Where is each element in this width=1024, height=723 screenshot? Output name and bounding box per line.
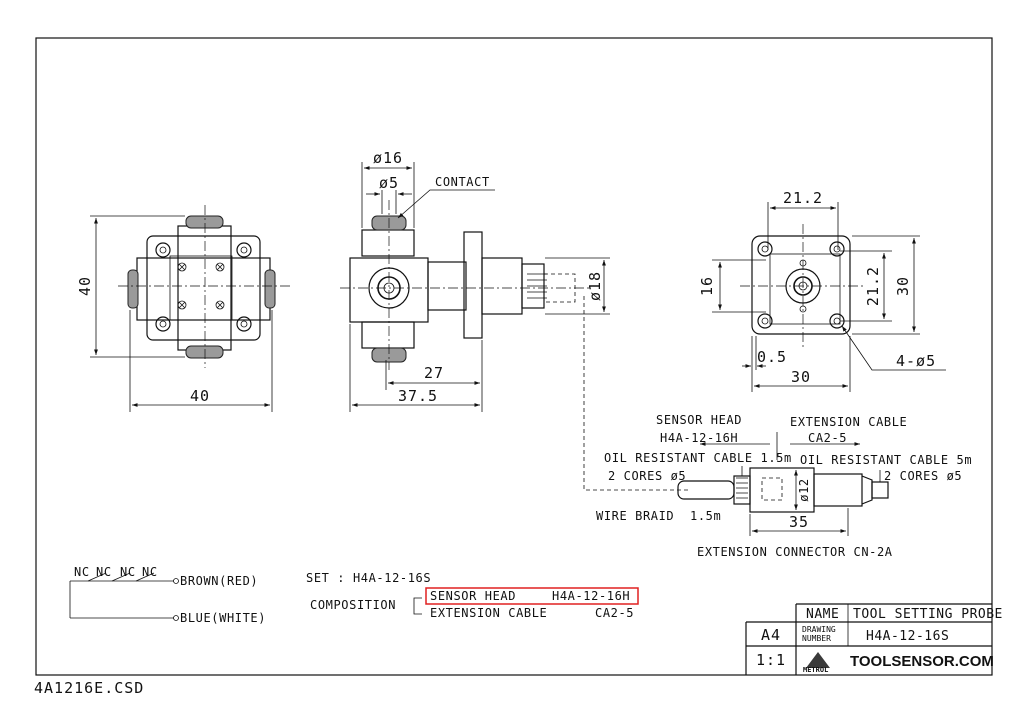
composition-row1-name: SENSOR HEAD xyxy=(430,589,516,603)
dim-0-5: 0.5 xyxy=(757,348,787,366)
dim-21-2-top: 21.2 xyxy=(783,189,823,207)
dim-dia18: ø18 xyxy=(586,271,604,301)
wiring-diagram xyxy=(69,572,179,621)
title-name-value: TOOL SETTING PROBE xyxy=(853,607,1003,622)
cable-dia12: ø12 xyxy=(797,478,811,501)
title-scale: 1:1 xyxy=(756,651,786,669)
dim-holes: 4-ø5 xyxy=(896,352,936,370)
dim-21-2-side: 21.2 xyxy=(864,266,882,306)
cable-braid-len: 1.5m xyxy=(690,509,721,523)
dim-27: 27 xyxy=(424,364,444,382)
cable-connector: EXTENSION CONNECTOR CN-2A xyxy=(697,545,893,559)
set-line: SET : H4A-12-16S xyxy=(306,571,431,585)
cable-assembly xyxy=(583,296,889,536)
title-drawing-label-2: NUMBER xyxy=(802,634,831,643)
cable-dim-35: 35 xyxy=(789,513,809,531)
cable-cores-right: 2 CORES ø5 xyxy=(884,469,962,483)
contact-label: CONTACT xyxy=(435,175,490,189)
composition-label: COMPOSITION xyxy=(310,598,396,612)
wiring-nc-3: NC xyxy=(120,565,136,579)
composition-bracket xyxy=(413,597,422,615)
dim-dia5: ø5 xyxy=(379,174,399,192)
wiring-nc-1: NC xyxy=(74,565,90,579)
dim-16: 16 xyxy=(698,276,716,296)
cable-sensor-head: SENSOR HEAD xyxy=(656,413,742,427)
dim-30-bottom: 30 xyxy=(791,368,811,386)
composition-row1-code: H4A-12-16H xyxy=(552,589,630,603)
brand-text: TOOLSENSOR.COM xyxy=(850,653,994,670)
cable-braid: WIRE BRAID xyxy=(596,509,674,523)
side-view xyxy=(340,162,610,412)
dim-left-height: 40 xyxy=(76,276,94,296)
wiring-nc-4: NC xyxy=(142,565,158,579)
wiring-nc-2: NC xyxy=(96,565,112,579)
dim-left-width: 40 xyxy=(190,387,210,405)
wiring-blue: BLUE(WHITE) xyxy=(180,611,266,625)
composition-row2-code: CA2-5 xyxy=(595,606,634,620)
flange-view xyxy=(712,202,946,392)
highlight-box xyxy=(425,587,639,605)
metrol-logo-text: METROL xyxy=(803,666,828,674)
wiring-brown: BROWN(RED) xyxy=(180,574,258,588)
cable-oil-left: OIL RESISTANT CABLE 1.5m xyxy=(604,451,792,465)
composition-row2-name: EXTENSION CABLE xyxy=(430,606,547,620)
drawing-border xyxy=(35,37,993,676)
footer-filename: 4A1216E.CSD xyxy=(34,679,144,697)
cable-cores-left: 2 CORES ø5 xyxy=(608,469,686,483)
title-drawing-value: H4A-12-16S xyxy=(866,629,949,644)
dim-dia16: ø16 xyxy=(373,149,403,167)
metrol-logo-icon xyxy=(806,652,830,668)
cable-oil-right: OIL RESISTANT CABLE 5m xyxy=(800,453,972,467)
title-drawing-label-1: DRAWING xyxy=(802,625,836,634)
cable-extension: EXTENSION CABLE xyxy=(790,415,907,429)
cable-extension-code: CA2-5 xyxy=(808,431,847,445)
cable-sensor-head-code: H4A-12-16H xyxy=(660,431,738,445)
title-size: A4 xyxy=(761,626,781,644)
title-name-label: NAME xyxy=(806,607,839,622)
title-block xyxy=(745,603,992,675)
top-view xyxy=(90,205,290,412)
dim-37-5: 37.5 xyxy=(398,387,438,405)
dim-30-side: 30 xyxy=(894,276,912,296)
